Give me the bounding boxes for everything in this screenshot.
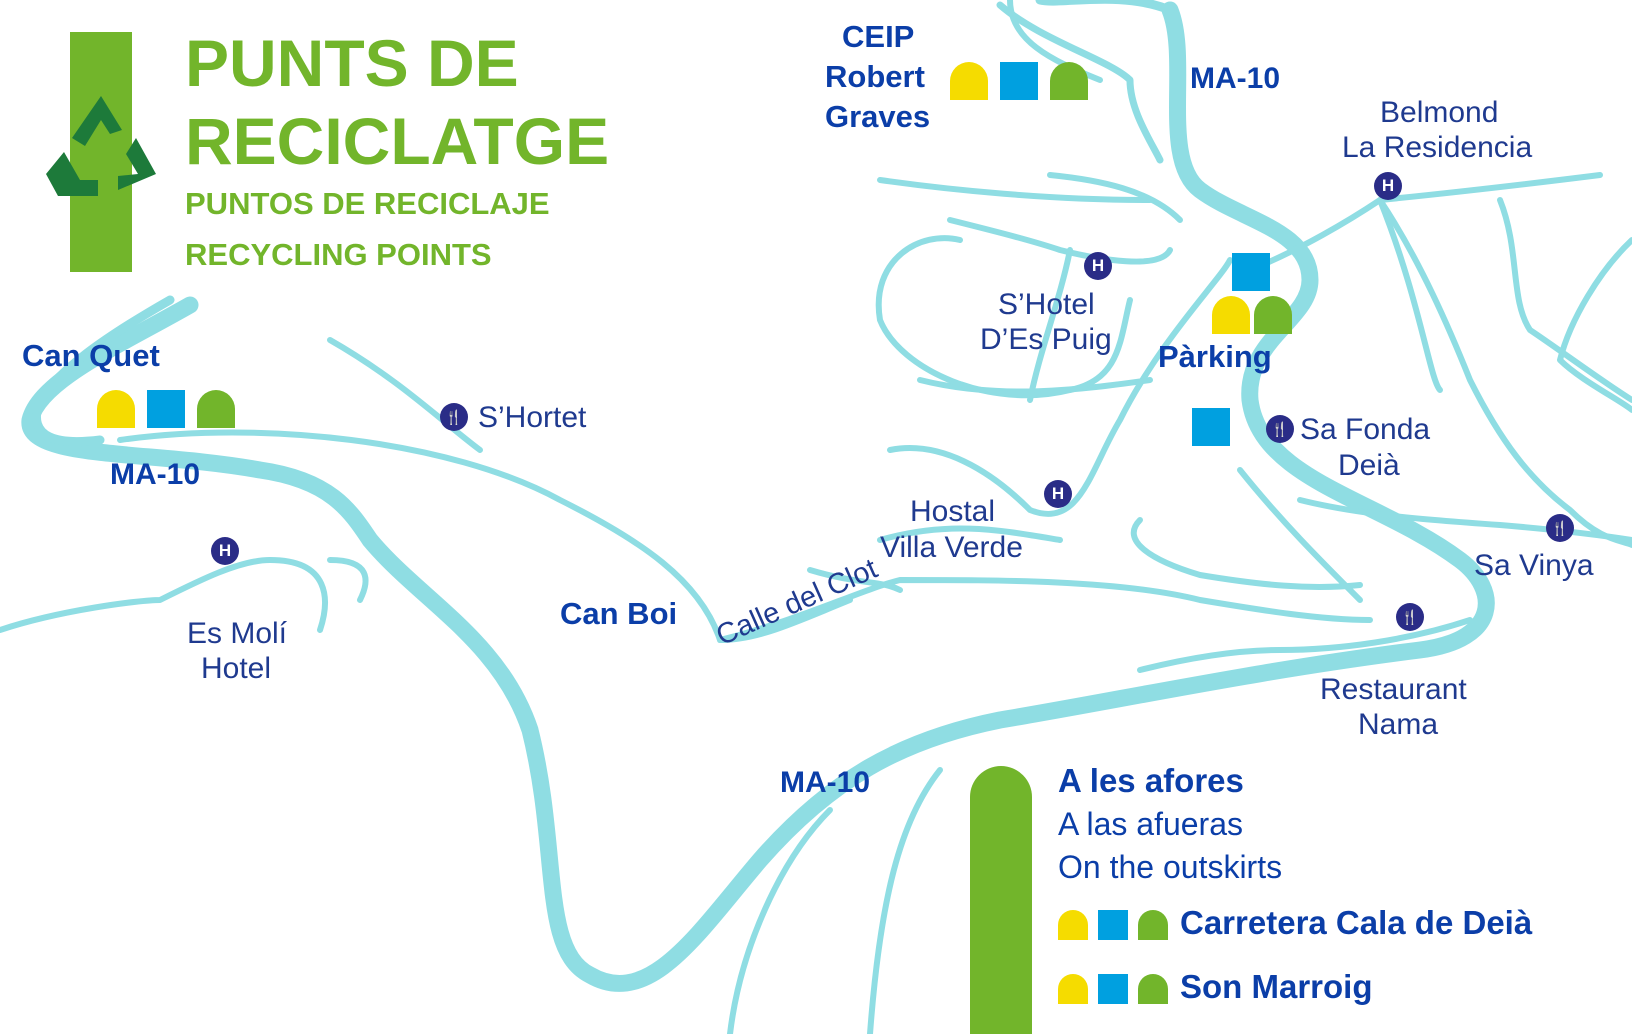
belmond-label-line1: Belmond [1380,96,1499,129]
green-bin-icon [1138,974,1168,1004]
hotel-pin-icon: H [211,537,239,565]
es-moli-label-line1: Es Molí [187,617,288,650]
shortet-label: S’Hortet [478,401,587,434]
road-label-ma10-bottom: MA-10 [780,766,871,799]
sa-fonda-blue-bin-icon [1192,408,1230,446]
ceip-label-line2: Robert [825,59,925,94]
outskirts-item1: Carretera Cala de Deià [1180,904,1533,941]
sa-fonda-label-line1: Sa Fonda [1300,413,1431,446]
green-bin-icon [1254,296,1292,334]
yellow-bin-icon [1212,296,1250,334]
title-line1: PUNTS DE [185,26,519,100]
outskirts-title-en: On the outskirts [1058,849,1283,885]
green-bin-icon [1050,62,1088,100]
restaurant-label-line2: Nama [1358,708,1439,741]
blue-bin-icon [147,390,185,428]
shotel-label-line2: D’Es Puig [980,323,1112,356]
hotel-pin-icon: H [1084,252,1112,280]
outskirts-bar [970,766,1032,1034]
belmond-label-line2: La Residencia [1342,131,1533,164]
outskirts-item1-bins [1058,910,1168,940]
outskirts-item2-bins [1058,974,1168,1004]
ceip-label-line3: Graves [825,99,931,134]
outskirts-title-ca: A les afores [1058,762,1244,799]
blue-bin-icon [1000,62,1038,100]
restaurant-pin-icon: 🍴 [1546,514,1574,542]
restaurant-pin-icon: 🍴 [1396,603,1424,631]
can-quet-label: Can Quet [22,338,160,373]
subtitle-en: RECYCLING POINTS [185,237,492,272]
yellow-bin-icon [1058,910,1088,940]
can-quet-bins [97,390,235,428]
header-bar [70,32,132,272]
yellow-bin-icon [1058,974,1088,1004]
restaurant-pin-icon: 🍴 [440,403,468,431]
hotel-pin-icon: H [1044,480,1072,508]
green-bin-icon [197,390,235,428]
ceip-bins [950,62,1088,100]
title-line2: RECICLATGE [185,104,610,178]
road-label-ma10-top: MA-10 [1190,62,1281,95]
hostal-label-line1: Hostal [910,495,996,528]
outskirts-title-es: A las afueras [1058,806,1243,842]
hotel-pin-icon: H [1374,172,1402,200]
restaurant-label-line1: Restaurant [1320,673,1467,706]
recycle-icon [46,96,156,196]
ceip-label-line1: CEIP [842,19,915,54]
yellow-bin-icon [97,390,135,428]
outskirts-item2: Son Marroig [1180,968,1373,1005]
es-moli-label-line2: Hotel [201,652,272,685]
parking-label: Pàrking [1158,339,1272,374]
blue-bin-icon [1098,974,1128,1004]
blue-bin-icon [1098,910,1128,940]
parking-bins [1212,296,1292,334]
road-label-ma10-left: MA-10 [110,458,201,491]
green-bin-icon [1138,910,1168,940]
can-boi-label: Can Boi [560,596,678,631]
hostal-label-line2: Villa Verde [880,531,1023,564]
parking-blue-bin-icon [1232,253,1270,291]
yellow-bin-icon [950,62,988,100]
sa-fonda-label-line2: Deià [1338,449,1400,482]
sa-vinya-label: Sa Vinya [1474,549,1594,582]
shotel-label-line1: S’Hotel [998,288,1095,321]
restaurant-pin-icon: 🍴 [1266,415,1294,443]
subtitle-es: PUNTOS DE RECICLAJE [185,186,550,221]
